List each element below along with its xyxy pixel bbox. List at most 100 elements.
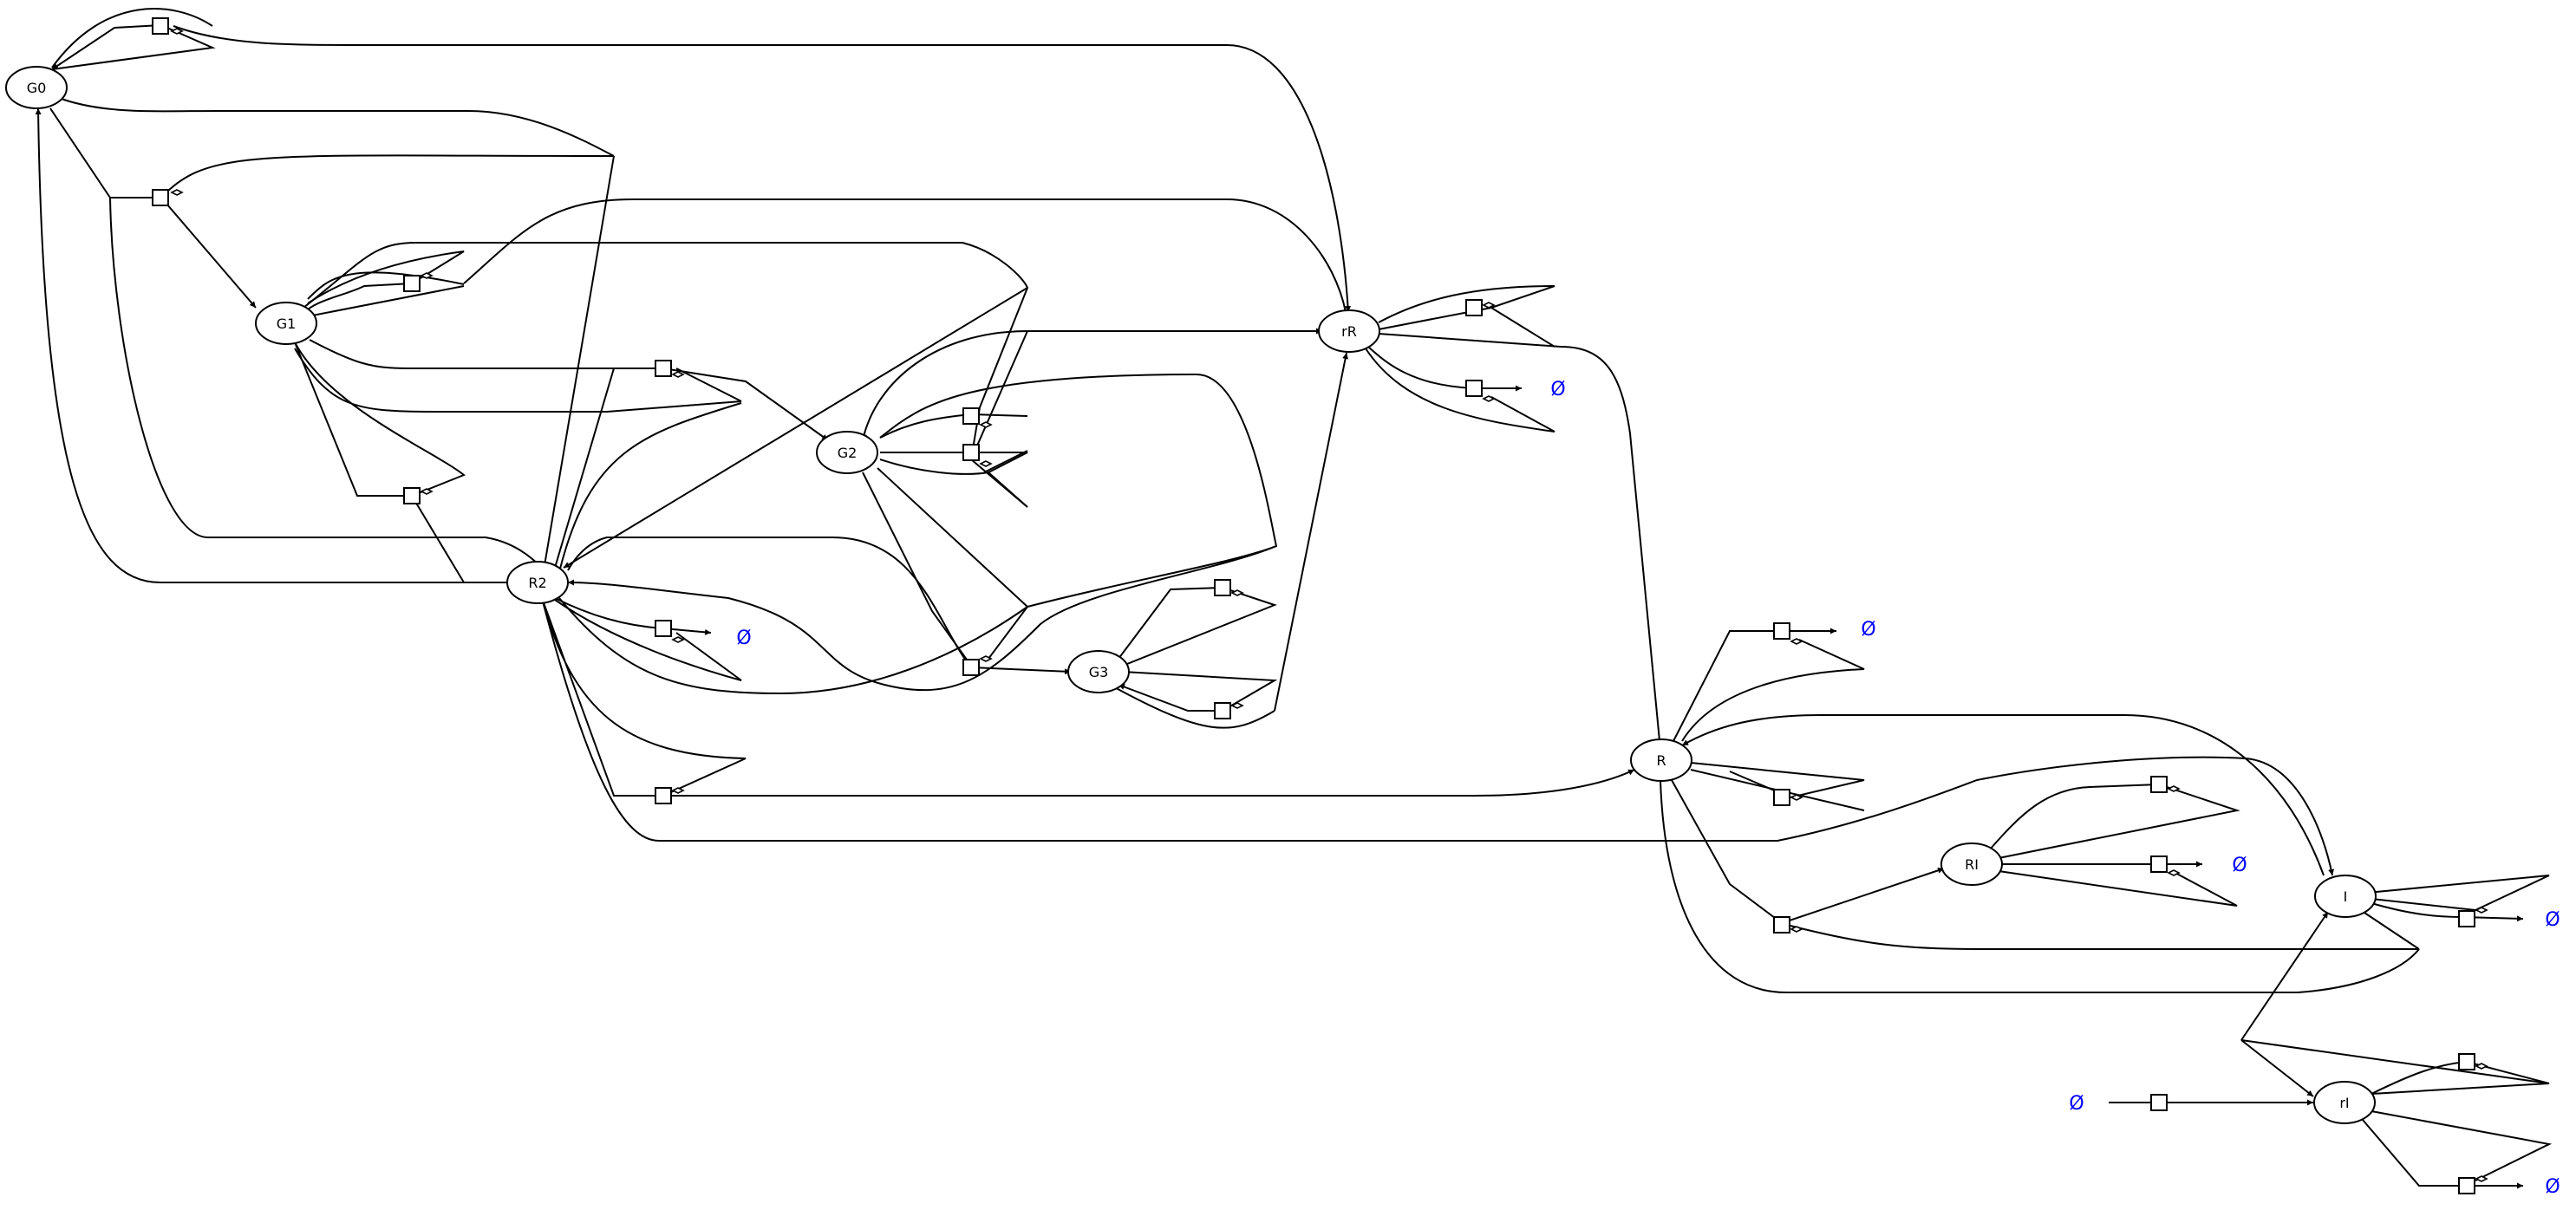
node-label: G2 (838, 445, 858, 461)
edge (51, 8, 213, 68)
reaction-square (152, 17, 169, 35)
edge (983, 450, 1028, 473)
edge (51, 24, 162, 70)
edge (879, 459, 1028, 508)
reaction-square (2458, 1177, 2475, 1194)
edge (309, 339, 829, 441)
node-layer: G0 G1 G2 G3 R2 rR R RI (5, 66, 2377, 1124)
edge (970, 667, 1072, 675)
node-label: G1 (277, 316, 297, 332)
edge (294, 342, 466, 497)
edge (35, 107, 507, 583)
modifier-diamond (2475, 1063, 2488, 1070)
reaction-square (2150, 776, 2168, 793)
edge (2371, 902, 2524, 922)
modifier-diamond (1230, 702, 1244, 709)
modifier-diamond (1790, 926, 1803, 933)
node-R2: R2 (506, 561, 569, 604)
edge (1027, 545, 1277, 608)
edge (1690, 762, 1865, 799)
reaction-square (1773, 789, 1790, 806)
edge (1274, 352, 1349, 712)
reaction-square (962, 659, 980, 676)
reaction-square (2458, 1053, 2475, 1070)
edge (1681, 639, 1865, 742)
edge (307, 283, 413, 310)
node-label: I (2344, 888, 2348, 905)
edge (1681, 714, 2325, 876)
modifier-diamond (170, 189, 184, 196)
edge (307, 250, 465, 304)
node-label: G0 (27, 80, 47, 96)
edge (173, 25, 1352, 313)
edge (567, 537, 972, 668)
edge (1998, 870, 2238, 907)
empty-set-symbol: Ø (736, 628, 751, 649)
node-G2: G2 (816, 431, 878, 474)
edge (160, 154, 615, 198)
empty-set-symbol: Ø (2545, 1176, 2560, 1198)
modifier-diamond (979, 655, 993, 662)
modifier-diamond (1482, 395, 1496, 402)
empty-set-symbol: Ø (2545, 909, 2560, 931)
edge (861, 330, 1028, 441)
edge (1790, 925, 2419, 950)
modifier-diamond (420, 488, 434, 495)
node-label: R2 (528, 575, 546, 591)
edge (554, 368, 615, 569)
edge (294, 348, 742, 413)
reaction-square (1465, 299, 1483, 316)
edge (411, 495, 465, 583)
node-R: R (1630, 738, 1692, 782)
modifier-diamond (671, 636, 685, 643)
modifier-diamond (979, 421, 993, 428)
reaction-square (1214, 579, 1231, 596)
edge (109, 197, 543, 569)
edge (2240, 1039, 2550, 1095)
modifier-diamond (2475, 907, 2488, 914)
node-I: I (2314, 875, 2377, 918)
edge (1673, 628, 1836, 742)
edge (2240, 1039, 2314, 1097)
node-label: rR (1341, 323, 1357, 340)
modifier-diamond (2167, 869, 2181, 876)
empty-set-symbol: Ø (2232, 855, 2247, 876)
reaction-square (403, 487, 421, 504)
modifier-layer (170, 28, 2488, 1182)
modifier-diamond (1790, 638, 1803, 645)
reaction-square (1465, 380, 1483, 397)
reaction-square (655, 620, 672, 637)
edge (2362, 1119, 2523, 1189)
edge (1660, 779, 2420, 993)
modifier-diamond (671, 787, 685, 794)
reaction-square (2150, 855, 2168, 873)
node-label: G3 (1089, 664, 1109, 680)
edge (1490, 307, 1555, 348)
reaction-square (655, 360, 672, 377)
reaction-square (1214, 702, 1231, 719)
reaction-square (655, 787, 672, 804)
edge (563, 287, 1028, 569)
reaction-square (1773, 622, 1790, 640)
edge (1118, 684, 1223, 712)
modifier-diamond (170, 28, 184, 35)
modifier-diamond (2167, 785, 2181, 792)
reaction-square (962, 444, 980, 461)
empty-set-layer: Ø Ø Ø Ø Ø Ø Ø (736, 379, 2560, 1198)
edge (49, 107, 257, 309)
reaction-square (1773, 916, 1790, 934)
empty-set-symbol: Ø (1861, 619, 1875, 641)
modifier-diamond (1790, 794, 1803, 801)
node-G1: G1 (255, 302, 317, 345)
modifier-diamond (671, 371, 685, 378)
edge (558, 597, 1028, 695)
node-G3: G3 (1067, 650, 1130, 693)
edge (541, 597, 2335, 876)
edge (1118, 586, 1277, 668)
node-label: rI (2339, 1095, 2349, 1111)
edge (880, 452, 1028, 473)
reaction-square (962, 407, 980, 425)
reaction-layer (152, 17, 2475, 1194)
modifier-diamond (1230, 589, 1244, 596)
node-G0: G0 (5, 66, 68, 109)
